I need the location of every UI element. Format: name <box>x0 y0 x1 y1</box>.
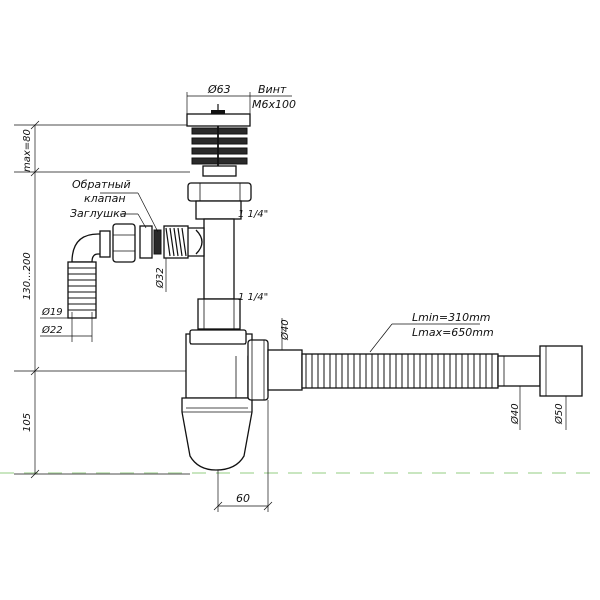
label-plug: Заглушка <box>70 207 127 220</box>
corrugated-hose <box>301 323 583 430</box>
label-d63: Ø63 <box>207 83 231 96</box>
label-thread-top: 1 1/4" <box>238 209 268 220</box>
label-d40-outlet: Ø40 <box>279 319 291 341</box>
label-d60: 60 <box>236 492 250 505</box>
label-check-valve-2: клапан <box>84 192 126 205</box>
elbow-adapter <box>40 230 111 342</box>
label-lmin: Lmin=310mm <box>412 311 491 324</box>
label-d22: Ø22 <box>41 324 63 336</box>
label-thread-mid: 1 1/4" <box>238 292 268 303</box>
label-screw: M6x100 <box>252 98 296 111</box>
vertical-pipe <box>197 218 241 330</box>
label-check-valve-1: Обратный <box>72 178 131 191</box>
bottom-dimension <box>213 400 273 512</box>
label-lmax: Lmax=650mm <box>412 326 494 339</box>
dim-range: 130...200 <box>22 252 33 300</box>
label-d50: Ø50 <box>553 403 565 425</box>
label-vint: Винт <box>258 83 287 96</box>
bottle-trap <box>181 329 253 471</box>
trap-outlet <box>247 318 303 401</box>
label-d32: Ø32 <box>154 267 166 289</box>
dim-max80: max=80 <box>22 129 33 172</box>
top-nut <box>187 182 252 220</box>
dim-105: 105 <box>22 413 33 432</box>
label-d40-hose: Ø40 <box>509 403 521 425</box>
side-inlet <box>100 192 205 292</box>
label-d19: Ø19 <box>41 306 63 318</box>
strainer-assembly <box>186 92 292 177</box>
left-dimensions <box>14 120 190 479</box>
